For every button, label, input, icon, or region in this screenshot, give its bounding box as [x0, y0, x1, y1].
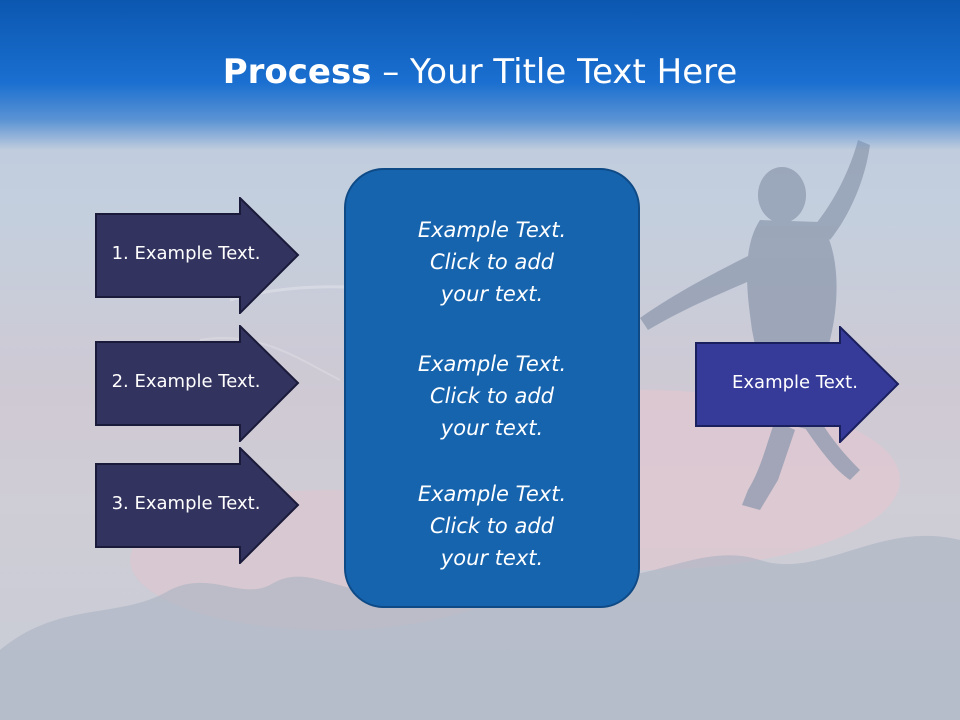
text-block-1: Example Text. Click to add your text. — [346, 214, 638, 310]
block-line: Click to add — [429, 384, 554, 408]
title-bar — [0, 0, 960, 150]
arrow-label-3: 3. Example Text. — [111, 493, 261, 514]
block-line: Example Text. — [417, 352, 567, 376]
arrow-right-icon — [695, 326, 900, 443]
block-line: Example Text. — [417, 482, 567, 506]
text-block-2: Example Text. Click to add your text. — [346, 348, 638, 444]
arrow-right-icon — [95, 325, 300, 442]
center-text-box[interactable]: Example Text. Click to add your text. Ex… — [344, 168, 640, 608]
block-line: Click to add — [429, 250, 554, 274]
result-arrow[interactable]: Example Text. — [695, 326, 900, 443]
arrow-label-2: 2. Example Text. — [111, 371, 261, 392]
title-bold: Process — [222, 52, 372, 92]
block-line: your text. — [440, 416, 544, 440]
arrow-right-icon — [95, 197, 300, 314]
arrow-right-icon — [95, 447, 300, 564]
arrow-shape-1[interactable]: 1. Example Text. — [95, 197, 300, 314]
block-line: Example Text. — [417, 218, 567, 242]
result-arrow-label: Example Text. — [732, 372, 858, 393]
block-line: your text. — [440, 282, 544, 306]
arrow-shape-3[interactable]: 3. Example Text. — [95, 447, 300, 564]
arrow-label-1: 1. Example Text. — [111, 243, 261, 264]
block-line: Click to add — [429, 514, 554, 538]
title-rest: – Your Title Text Here — [371, 52, 738, 92]
arrow-shape-2[interactable]: 2. Example Text. — [95, 325, 300, 442]
block-line: your text. — [440, 546, 544, 570]
slide-title: Process – Your Title Text Here — [0, 52, 960, 92]
text-block-3: Example Text. Click to add your text. — [346, 478, 638, 574]
